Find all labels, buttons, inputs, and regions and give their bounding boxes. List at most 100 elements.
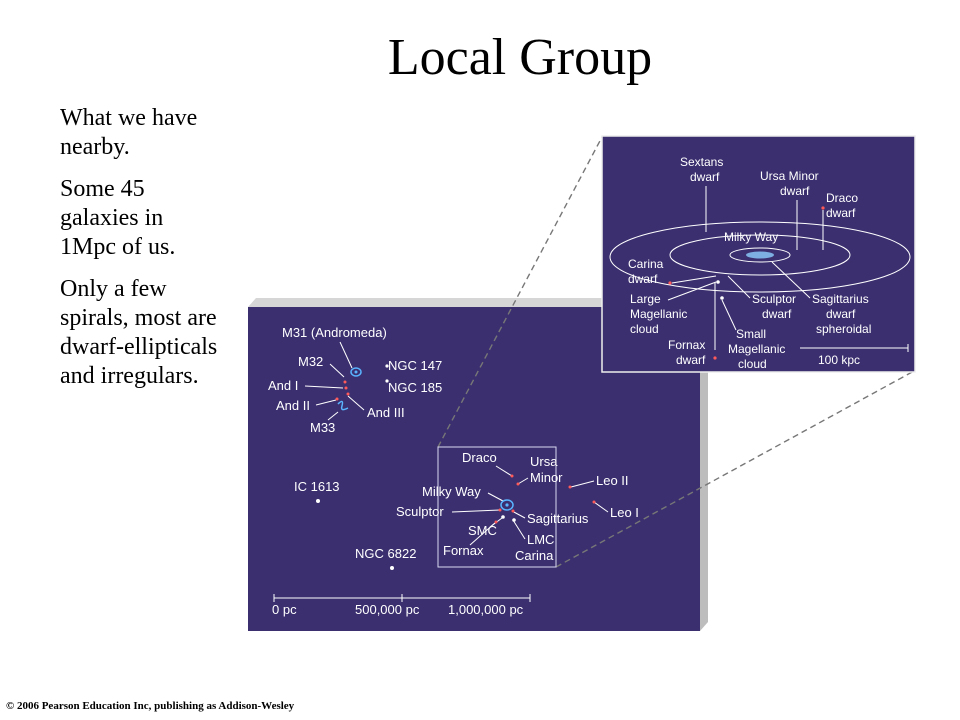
local-group-diagram: M31 (Andromeda) M32 And I And II M33 NGC…	[248, 135, 916, 631]
main-panel-side-edge	[700, 298, 708, 631]
leader-line	[487, 492, 504, 502]
inset-label-fornax-2: dwarf	[676, 353, 706, 367]
leader-line	[721, 299, 737, 331]
label-smc: SMC	[468, 523, 497, 538]
m31-spiral	[350, 367, 362, 377]
star-leo-ii	[568, 485, 572, 489]
inset-label-draco-1: Draco	[826, 191, 858, 205]
inset-label-sagittarius-1: Sagittarius	[812, 292, 869, 306]
scale-label-zero: 0 pc	[272, 602, 297, 617]
star-fornax	[494, 520, 498, 524]
leader-line	[671, 275, 717, 284]
star-m32	[343, 380, 347, 384]
scale-label-mid: 500,000 pc	[355, 602, 420, 617]
inset-label-ursa-minor-1: Ursa Minor	[760, 169, 819, 183]
scale-label-max: 1,000,000 pc	[448, 602, 524, 617]
label-and-ii: And II	[276, 398, 310, 413]
leader-line	[315, 399, 337, 406]
star-smc-inset	[720, 296, 724, 300]
label-m33: M33	[310, 420, 335, 435]
slide-title: Local Group	[387, 29, 653, 86]
label-and-i: And I	[268, 378, 298, 393]
label-sculptor: Sculptor	[396, 504, 444, 519]
leader-line	[451, 509, 501, 513]
bullet-item: Only a few spirals, most are dwarf-ellip…	[60, 276, 218, 389]
label-m31: M31 (Andromeda)	[282, 325, 387, 340]
leader-line	[771, 261, 811, 299]
leader-line	[593, 501, 609, 513]
star-carina-inset	[668, 281, 672, 285]
inset-scale-label: 100 kpc	[818, 353, 860, 367]
star-sagittarius	[511, 509, 515, 513]
star-ngc6822	[390, 566, 394, 570]
inset-label-sagittarius-3: spheroidal	[816, 322, 871, 336]
main-panel-top-edge	[248, 298, 708, 307]
leader-line	[495, 465, 513, 477]
inset-label-lmc-2: Magellanic	[630, 307, 687, 321]
label-draco: Draco	[462, 450, 497, 465]
inset-label-lmc-3: cloud	[630, 322, 659, 336]
inset-label-carina-2: dwarf	[628, 272, 658, 286]
inset-label-draco-2: dwarf	[826, 206, 856, 220]
leader-line	[347, 395, 365, 411]
label-carina: Carina	[515, 548, 554, 563]
leader-line	[511, 510, 526, 519]
zoom-box	[437, 446, 557, 568]
star-and-i	[344, 386, 348, 390]
leader-line	[304, 385, 344, 389]
m31-core	[354, 370, 358, 374]
connector-line	[437, 136, 603, 448]
leader-line	[727, 275, 751, 299]
copyright-notice: © 2006 Pearson Education Inc, publishing…	[6, 700, 295, 712]
star-fornax-inset	[713, 356, 717, 360]
leader-line	[469, 521, 497, 546]
star-lmc-inset	[716, 280, 720, 284]
leader-line	[517, 477, 529, 485]
leader-line	[327, 411, 339, 421]
inset-label-carina-1: Carina	[628, 257, 664, 271]
bullet-item: Some 45 galaxies in 1Mpc of us.	[60, 176, 176, 260]
label-sagittarius: Sagittarius	[527, 511, 589, 526]
label-milky-way: Milky Way	[422, 484, 481, 499]
star-sculptor	[498, 508, 502, 512]
leader-line	[667, 281, 717, 301]
m33-spiral	[337, 400, 349, 411]
star-ursa-minor	[516, 482, 520, 486]
star-and-iii	[346, 392, 350, 396]
label-m32: M32	[298, 354, 323, 369]
label-ngc147: NGC 147	[388, 358, 442, 373]
star-draco	[510, 474, 514, 478]
inset-label-ursa-minor-2: dwarf	[780, 184, 810, 198]
milky-way-disk	[746, 251, 774, 259]
inset-label-sagittarius-2: dwarf	[826, 307, 856, 321]
leader-line	[339, 341, 353, 369]
star-ngc147	[385, 364, 389, 368]
orbit-ring-outer	[609, 221, 911, 293]
bullet-list: What we have nearby. Some 45 galaxies in…	[60, 104, 220, 404]
label-and-iii: And III	[367, 405, 405, 420]
inset-label-smc-2: Magellanic	[728, 342, 785, 356]
label-ngc185: NGC 185	[388, 380, 442, 395]
label-ngc6822: NGC 6822	[355, 546, 416, 561]
orbit-ring-inner	[729, 247, 791, 263]
star-and-ii	[335, 397, 339, 401]
label-ursa-minor-1: Ursa	[530, 454, 558, 469]
connector-line	[555, 370, 915, 568]
inset-label-fornax-1: Fornax	[668, 338, 705, 352]
bullet-item: What we have nearby.	[60, 105, 198, 160]
star-ngc185	[385, 379, 389, 383]
label-lmc: LMC	[527, 532, 554, 547]
label-leo-ii: Leo II	[596, 473, 629, 488]
star-leo-i	[592, 500, 596, 504]
inset-label-sextans-2: dwarf	[690, 170, 720, 184]
star-draco-inset	[821, 206, 825, 210]
inset-label-sextans-1: Sextans	[680, 155, 723, 169]
inset-label-smc-1: Small	[736, 327, 766, 341]
milky-way-spiral	[500, 499, 514, 511]
leader-line	[570, 480, 595, 488]
leader-line	[329, 363, 345, 378]
leader-line	[512, 519, 526, 540]
label-ic1613: IC 1613	[294, 479, 340, 494]
milky-way-core	[505, 503, 509, 507]
inset-label-lmc-1: Large	[630, 292, 661, 306]
